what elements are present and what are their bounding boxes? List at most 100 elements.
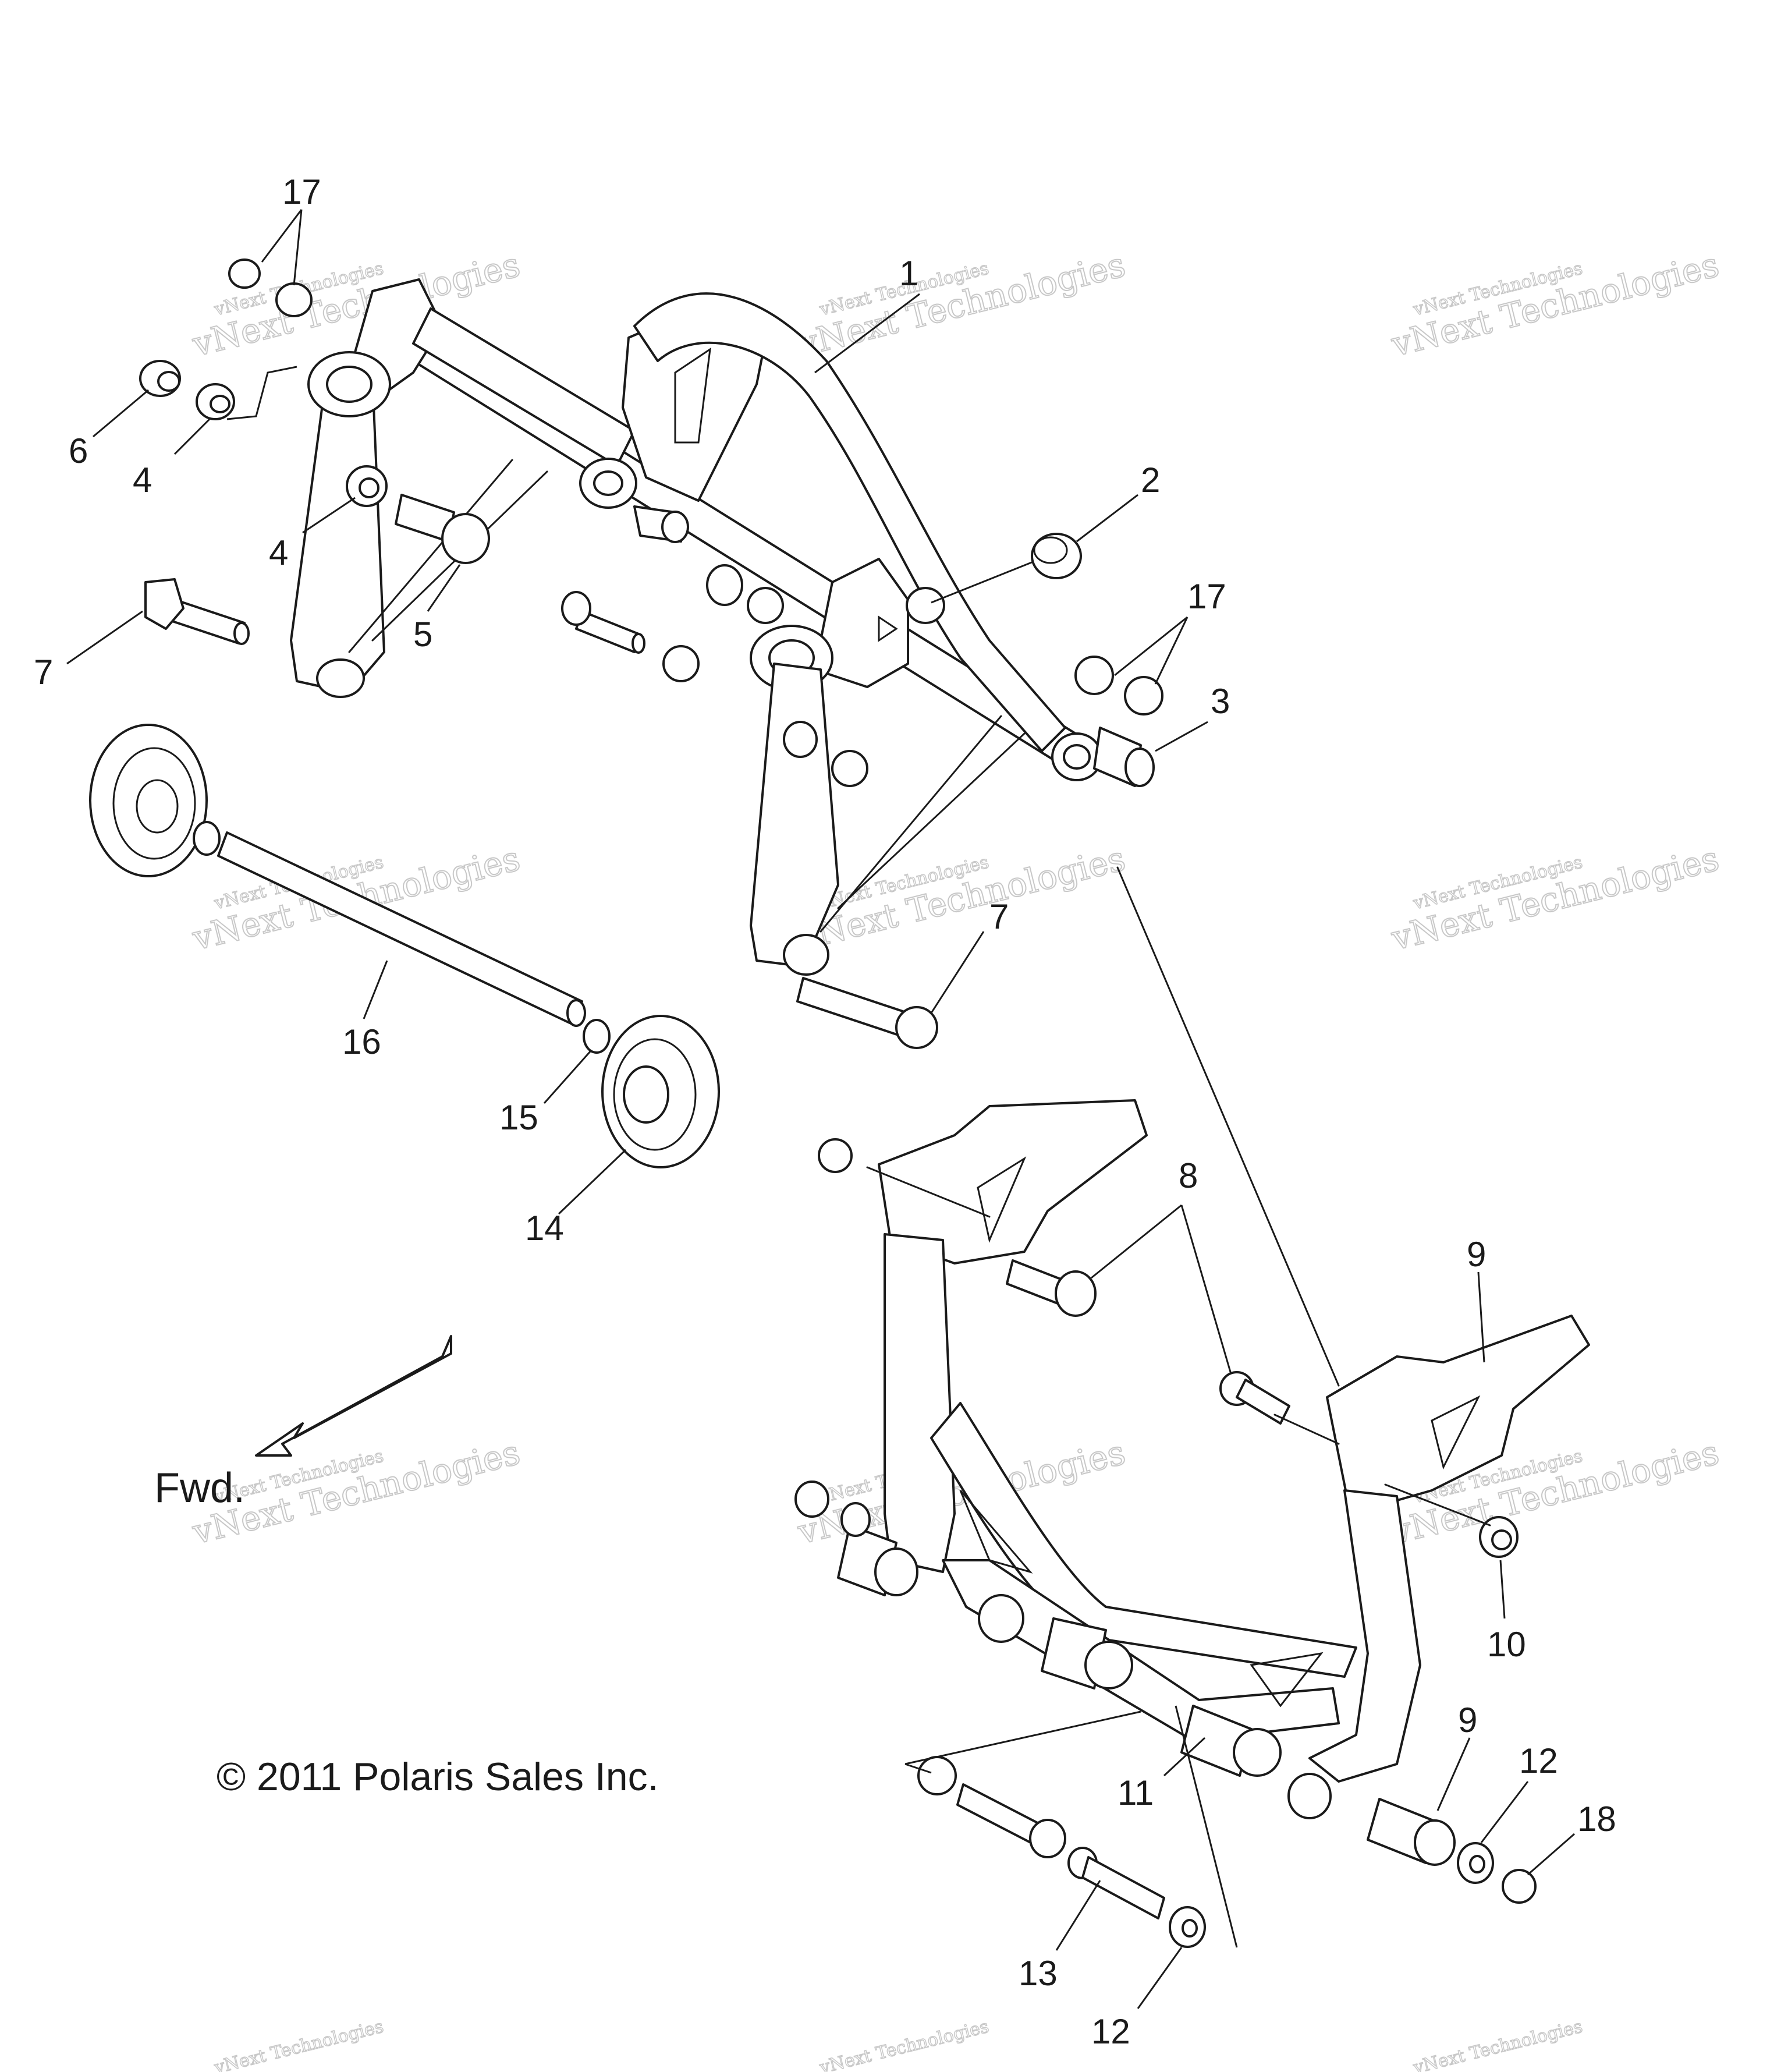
- spacer-ring-left: [193, 821, 221, 856]
- watermark-line1: vNext Technologies: [1411, 2016, 1585, 2072]
- callout-8: 8: [1179, 1156, 1198, 1195]
- callout-18: 18: [1577, 1800, 1616, 1839]
- pivot-pin-head: [441, 513, 490, 564]
- upper-hardware: [139, 258, 1163, 1049]
- callout-7: 7: [34, 653, 53, 692]
- bolt-shank: [1081, 1856, 1165, 1919]
- callout-10: 10: [1487, 1625, 1526, 1664]
- callout-5: 5: [413, 615, 432, 654]
- bolt-shank: [796, 977, 909, 1037]
- tube-end-bushing-inner: [1063, 744, 1091, 770]
- washer-hole: [359, 477, 379, 498]
- leader-line-17a: [261, 209, 303, 263]
- bolt-end: [233, 622, 250, 645]
- callout-4: 4: [133, 461, 152, 500]
- end-cap-rim: [1033, 536, 1068, 564]
- leader-line-17a: [293, 209, 303, 286]
- bolt-shank: [1236, 1379, 1290, 1425]
- bushing: [747, 587, 784, 624]
- bolt-end: [632, 633, 645, 654]
- left-arm-link: [290, 377, 385, 694]
- leader-line-11: [1163, 1737, 1206, 1777]
- bushing: [783, 721, 818, 758]
- leader-line-15: [543, 1050, 592, 1104]
- callout-7: 7: [989, 897, 1009, 936]
- leader-line-1: [814, 293, 920, 374]
- callout-9: 9: [1458, 1701, 1477, 1740]
- lower-frame-assembly: [794, 866, 1590, 1948]
- idler-wheel-left: [89, 724, 208, 877]
- leader-line-17b: [1154, 617, 1189, 685]
- bolt-head: [144, 578, 185, 630]
- strap-line: [837, 732, 1026, 909]
- callout-9: 9: [1467, 1235, 1486, 1274]
- right-arm-plate-hole: [878, 615, 898, 642]
- idler-wheel-left-rim: [112, 747, 196, 860]
- callout-13: 13: [1019, 1954, 1058, 1993]
- frame-bushing-end: [1084, 1641, 1133, 1690]
- center-bracket-slot: [674, 347, 711, 444]
- leader-line-18: [1527, 1833, 1575, 1876]
- nut: [818, 1138, 853, 1173]
- nut-face: [1491, 1529, 1512, 1550]
- leader-line-16: [363, 960, 388, 1019]
- frame-bushing-end: [874, 1547, 918, 1596]
- upper-tube: [412, 307, 636, 467]
- axle-end: [566, 999, 586, 1027]
- leader-line-8: [1091, 1204, 1232, 1375]
- spacer-end: [1414, 1819, 1456, 1866]
- spacer-end: [1124, 748, 1155, 787]
- right-arm-pivot: [906, 587, 945, 624]
- nut: [1502, 1869, 1537, 1904]
- leader-line-9a: [1477, 1271, 1485, 1363]
- frame-bushing-face: [978, 1594, 1024, 1643]
- callout-2: 2: [1141, 461, 1160, 500]
- leader-line-6: [93, 389, 149, 438]
- frame-bushing-end: [1233, 1728, 1282, 1777]
- leader-line-13: [1055, 1880, 1101, 1951]
- nut: [831, 750, 868, 787]
- watermark: vNext Technologies: [817, 2016, 991, 2072]
- main-curved-tube: [633, 292, 1066, 752]
- callout-3: 3: [1211, 682, 1230, 721]
- callout-labels: 17 1 6 4 4 2 5 7 17 3 7 16 15 14 8 9 10 …: [34, 172, 1616, 2051]
- leader-line-2: [1076, 494, 1138, 543]
- center-bushing-inner: [593, 470, 623, 496]
- leader-line-4a: [173, 366, 297, 455]
- bolt-head: [1029, 1819, 1066, 1858]
- assembly-line: [1273, 1414, 1340, 1445]
- spacer-ring-right: [583, 1019, 611, 1054]
- frame-gusset: [1250, 1652, 1324, 1708]
- callout-16: 16: [342, 1022, 381, 1061]
- frame-gusset: [959, 1490, 1033, 1574]
- bolt-head: [895, 1006, 938, 1049]
- right-frame-bracket-cutout: [1431, 1395, 1481, 1470]
- washer-hole: [1182, 1919, 1198, 1938]
- frame-bushing-face: [1287, 1773, 1332, 1819]
- frame-diagonal-tube: [930, 1402, 1357, 1678]
- frame-upright-left: [884, 1233, 956, 1573]
- watermark: vNext Technologies vNext Technologies: [1386, 838, 1723, 959]
- idler-assembly: [89, 724, 720, 1168]
- bushing: [662, 645, 700, 682]
- pivot-pin-head: [1055, 1270, 1097, 1317]
- frame-upright-right: [1308, 1489, 1421, 1783]
- callout-4: 4: [269, 533, 288, 572]
- forward-arrow-icon: [255, 1335, 452, 1457]
- leader-lines: [66, 209, 1575, 2009]
- leader-line-7b: [930, 931, 985, 1014]
- forward-label: Fwd.: [154, 1465, 245, 1511]
- assembly-line: [866, 1166, 991, 1218]
- watermark: vNext Technologies: [1410, 2016, 1585, 2072]
- leader-line-14: [558, 1149, 627, 1215]
- callout-17: 17: [1187, 577, 1226, 616]
- bushing: [1124, 676, 1163, 716]
- spacer-bushing-inner: [210, 395, 230, 413]
- leader-line-2: [931, 561, 1034, 604]
- watermark: vNext Technologies vNext Technologies: [793, 838, 1129, 959]
- strap-line: [348, 459, 513, 653]
- watermark-line1: vNext Technologies: [817, 2016, 991, 2072]
- flange-nut-face: [157, 371, 180, 392]
- leader-line-4b: [302, 497, 356, 534]
